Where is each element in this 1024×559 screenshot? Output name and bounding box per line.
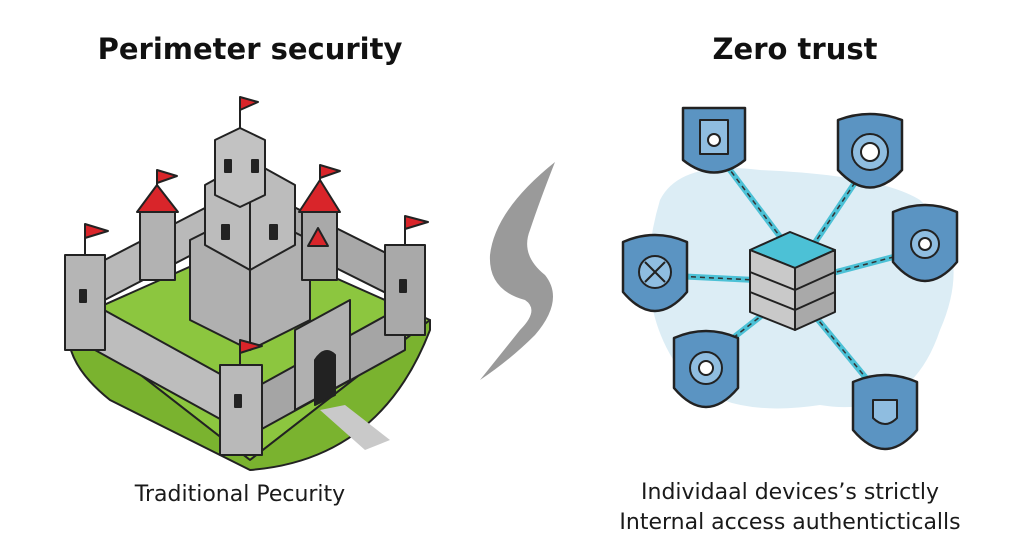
lightning-split-icon (480, 162, 555, 380)
device-icon (681, 106, 747, 174)
castle-icon (64, 96, 431, 471)
target-icon (836, 112, 904, 189)
zero-trust-caption-line2: Internal access authenticticalls (619, 510, 961, 535)
shield-badge-icon (851, 373, 919, 451)
perimeter-security-title: Perimeter security (97, 32, 403, 66)
refresh-icon (672, 329, 740, 409)
sun-icon (891, 203, 959, 283)
arrows-icon (621, 233, 689, 313)
zero-trust-caption-line1: Individaal devices’s strictly (641, 480, 939, 505)
perimeter-caption: Traditional Pecurity (134, 482, 346, 507)
zero-trust-title: Zero trust (712, 32, 878, 66)
